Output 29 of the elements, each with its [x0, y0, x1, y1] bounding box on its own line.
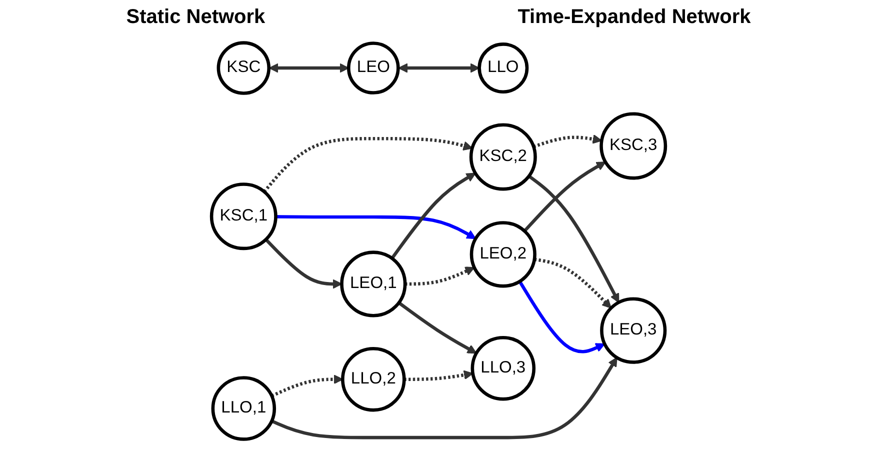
arrow	[405, 266, 475, 286]
node-circle: LEO,2	[470, 221, 536, 288]
arrow	[518, 280, 606, 354]
node-circle: KSC,3	[600, 112, 668, 180]
node-circle: KSC	[216, 41, 271, 95]
arrow	[390, 172, 476, 260]
diagram-heading: Static Network	[126, 6, 266, 28]
node-circle: LEO,1	[340, 250, 407, 318]
node-circle: KSC,2	[469, 123, 537, 191]
node-circle: LLO,2	[341, 346, 406, 412]
arrow	[533, 134, 602, 148]
arrow	[276, 215, 476, 240]
arrow	[264, 238, 342, 289]
arrow	[268, 63, 350, 73]
arrow	[404, 370, 474, 381]
arrow	[271, 357, 618, 440]
arrow	[263, 136, 473, 193]
node-circle: LEO,3	[600, 297, 667, 364]
node-circle: LLO,1	[211, 376, 276, 441]
arrow	[528, 174, 620, 303]
arrow	[398, 63, 480, 73]
node-circle: LLO,3	[470, 336, 536, 401]
arrow	[523, 162, 606, 232]
node-circle: LEO	[347, 42, 400, 94]
arrow	[398, 301, 477, 354]
node-circle: KSC,1	[210, 182, 278, 250]
arrow	[271, 374, 344, 398]
diagram-heading: Time-Expanded Network	[518, 6, 751, 28]
node-circle: LLO	[478, 42, 529, 94]
